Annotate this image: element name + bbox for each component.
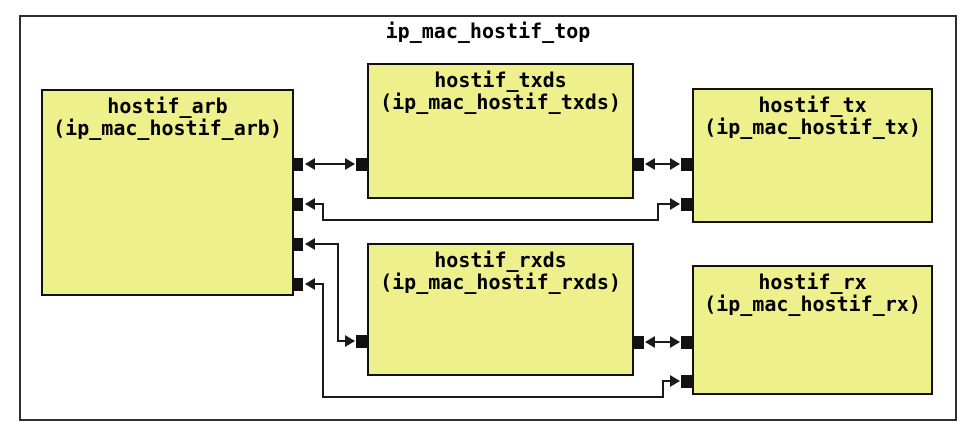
top-module-boundary <box>19 15 957 421</box>
module-instance: (ip_mac_hostif_tx) <box>704 115 921 139</box>
module-name: hostif_txds <box>434 68 567 92</box>
module-hostif-rxds[interactable]: hostif_rxds (ip_mac_hostif_rxds) <box>367 243 634 376</box>
module-hostif-rx[interactable]: hostif_rx (ip_mac_hostif_rx) <box>692 265 933 395</box>
module-name: hostif_arb <box>107 94 228 118</box>
module-hostif-tx[interactable]: hostif_tx (ip_mac_hostif_tx) <box>692 88 933 223</box>
module-instance: (ip_mac_hostif_txds) <box>380 90 621 114</box>
module-hostif-txds[interactable]: hostif_txds (ip_mac_hostif_txds) <box>367 63 634 199</box>
module-instance: (ip_mac_hostif_rxds) <box>380 270 621 294</box>
module-hostif-arb[interactable]: hostif_arb (ip_mac_hostif_arb) <box>41 89 294 296</box>
module-name: hostif_rx <box>758 270 867 294</box>
module-instance: (ip_mac_hostif_rx) <box>704 292 921 316</box>
module-instance: (ip_mac_hostif_arb) <box>53 116 282 140</box>
module-name: hostif_tx <box>758 93 867 117</box>
module-name: hostif_rxds <box>434 248 567 272</box>
diagram-title: ip_mac_hostif_top <box>385 19 591 43</box>
